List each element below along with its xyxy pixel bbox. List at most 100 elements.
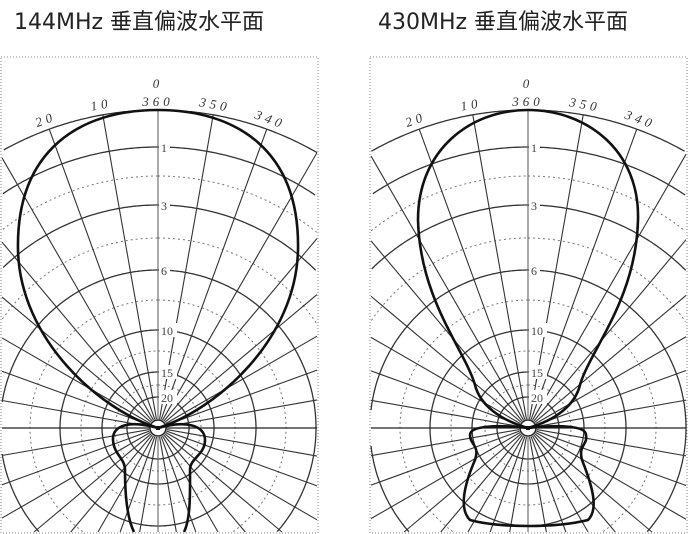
angle-label: 0	[523, 76, 534, 91]
ring-label-bg	[529, 390, 547, 404]
ring-label-bg	[529, 140, 540, 154]
angle-label: 360	[141, 94, 174, 109]
radial-line	[159, 436, 177, 533]
angle-label: 20	[403, 109, 428, 130]
radial-line	[370, 399, 520, 427]
radial-line	[70, 434, 153, 533]
grid-ring	[371, 204, 687, 271]
panel-frame-144mhz	[0, 56, 319, 534]
grid-ring	[2, 204, 317, 271]
polar-grid-430mhz: 1 3 6 10 15 20	[370, 109, 687, 533]
ring-label-bg	[529, 365, 547, 379]
ring-label: 6	[531, 264, 537, 278]
radial-line	[119, 436, 156, 533]
radial-line	[536, 369, 687, 426]
panel-title-430mhz: 430MHz 垂直偏波水平面	[378, 10, 629, 35]
ring-label: 20	[161, 391, 173, 405]
ring-label: 15	[161, 366, 173, 380]
radial-line	[370, 240, 523, 422]
radial-line	[534, 433, 653, 533]
radial-line	[533, 239, 687, 422]
radial-line	[33, 433, 152, 533]
ring-label-bg	[159, 390, 177, 404]
main-lobe-144mhz	[16, 108, 300, 430]
ring-label: 1	[161, 141, 167, 155]
radial-line	[370, 295, 522, 423]
panel-title-144mhz: 144MHz 垂直偏波水平面	[14, 10, 265, 35]
radial-line	[472, 114, 527, 420]
angle-label: 20	[33, 109, 58, 130]
panel-frame-430mhz	[369, 56, 688, 534]
radial-line	[166, 430, 318, 487]
radial-line	[530, 128, 638, 420]
back-lobe-430mhz	[462, 424, 595, 528]
radial-line	[1, 296, 152, 423]
radial-line	[160, 128, 268, 420]
radial-line	[370, 336, 521, 424]
grid-ring-minor	[399, 299, 657, 532]
radial-line	[160, 436, 197, 533]
radial-line	[166, 399, 318, 427]
radial-line	[403, 433, 522, 533]
radial-line	[166, 429, 318, 457]
radial-line	[536, 429, 687, 457]
radial-line	[1, 430, 150, 486]
grid-ring	[370, 269, 687, 533]
radial-line	[1, 241, 153, 422]
radial-line	[370, 155, 524, 421]
radial-line	[102, 114, 157, 420]
grid-ring	[371, 109, 685, 152]
radial-line	[370, 432, 521, 520]
ring-label-bg	[159, 263, 170, 277]
radial-line	[440, 434, 523, 533]
ring-label-bg	[529, 263, 540, 277]
ring-label-bg	[529, 323, 547, 337]
radial-line	[165, 335, 318, 424]
radial-line	[166, 369, 318, 426]
radial-line	[165, 432, 318, 521]
radial-line	[489, 436, 526, 533]
radial-line	[1, 337, 151, 424]
radial-line	[1, 432, 151, 519]
angle-label: 340	[622, 107, 658, 132]
radial-line	[535, 432, 687, 520]
radial-line	[535, 336, 687, 424]
radial-line	[164, 294, 318, 423]
ring-label-bg	[529, 198, 540, 212]
ring-label: 1	[531, 141, 537, 155]
angle-label: 10	[89, 95, 112, 113]
radial-line	[164, 433, 283, 533]
ring-label: 3	[531, 199, 537, 213]
grid-ring	[1, 269, 317, 533]
grid-ring-minor	[370, 175, 686, 232]
ring-label: 20	[531, 391, 543, 405]
radial-line	[530, 436, 567, 533]
angle-label: 0	[153, 76, 164, 91]
main-lobe-430mhz	[416, 108, 640, 430]
ring-label: 10	[531, 324, 543, 338]
radial-line	[509, 436, 527, 533]
radial-line	[533, 434, 616, 533]
angle-label: 340	[252, 107, 288, 132]
ring-label-bg	[159, 140, 170, 154]
radial-line	[1, 370, 150, 426]
angle-label: 10	[459, 95, 482, 113]
grid-ring	[372, 146, 686, 196]
grid-ring-minor	[29, 299, 287, 532]
radial-line	[163, 434, 246, 533]
grid-ring-minor	[1, 237, 317, 324]
radial-line	[48, 128, 156, 420]
radial-line	[532, 154, 687, 421]
radial-line	[1, 399, 150, 427]
ring-label-bg	[159, 198, 170, 212]
ring-label: 15	[531, 366, 543, 380]
radial-line	[163, 238, 318, 422]
radial-line	[370, 430, 520, 486]
angle-label: 350	[567, 94, 602, 114]
radial-line	[536, 430, 687, 487]
radial-line	[529, 436, 547, 533]
grid-ring-minor	[370, 237, 686, 323]
radial-line	[370, 370, 520, 426]
